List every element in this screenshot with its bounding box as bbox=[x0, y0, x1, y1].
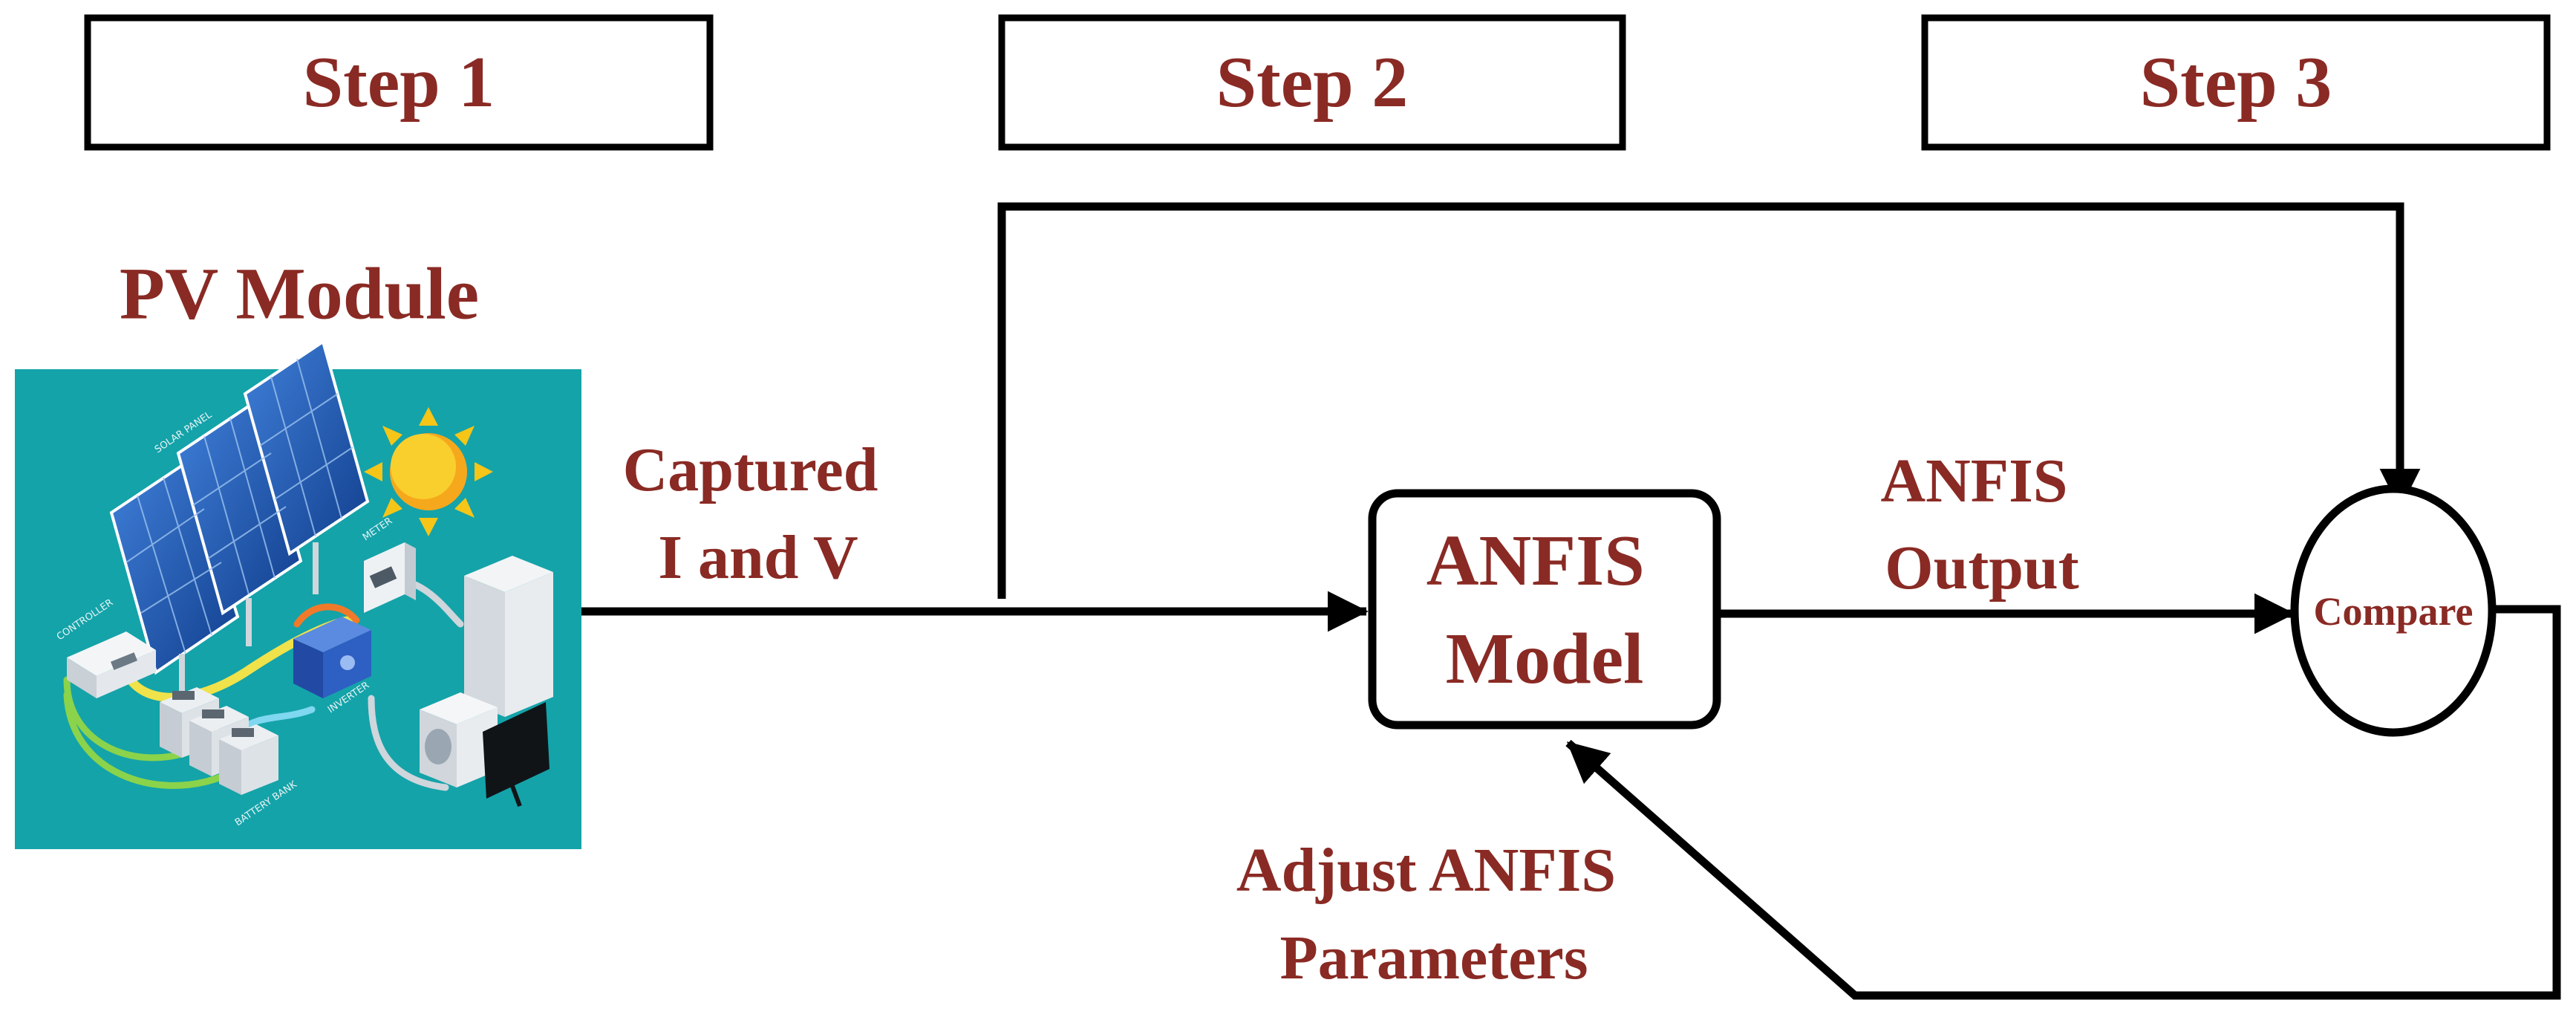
step-2-label: Step 2 bbox=[1216, 42, 1409, 123]
adjust-parameters-line-1: Adjust ANFIS bbox=[1236, 836, 1616, 905]
sun-icon bbox=[364, 407, 493, 536]
tv-icon bbox=[483, 702, 550, 808]
measured-to-compare-arrow bbox=[997, 202, 2421, 599]
battery-bank-icon bbox=[160, 687, 278, 795]
feedback-to-anfis-arrow bbox=[1565, 605, 2561, 1000]
inverter-icon bbox=[293, 617, 371, 698]
anfis-output-line-2: Output bbox=[1885, 533, 2078, 603]
anfis-model-label: ANFIS Model bbox=[1426, 521, 1663, 699]
adjust-parameters-line-2: Parameters bbox=[1279, 923, 1588, 993]
controller-icon bbox=[67, 631, 156, 698]
captured-label: Captured I and V bbox=[623, 435, 894, 592]
anfis-output-label: ANFIS Output bbox=[1880, 446, 2083, 603]
compare-label: Compare bbox=[2314, 589, 2474, 634]
step-3-box: Step 3 bbox=[1921, 14, 2551, 151]
captured-label-line-1: Captured bbox=[623, 435, 878, 504]
anfis-model-box: ANFIS Model bbox=[1368, 489, 1721, 730]
pv-module-title: PV Module bbox=[120, 253, 479, 335]
pv-module-illustration: SOLAR PANEL CONTROLLER METER INVERTER BA… bbox=[15, 339, 581, 849]
step-1-label: Step 1 bbox=[303, 42, 495, 123]
step-3-label: Step 3 bbox=[2140, 42, 2332, 123]
captured-label-line-2: I and V bbox=[658, 523, 858, 592]
step-2-box: Step 2 bbox=[998, 14, 1626, 151]
anfis-model-line-2: Model bbox=[1446, 619, 1644, 699]
meter-icon bbox=[364, 542, 416, 613]
anfis-output-line-1: ANFIS bbox=[1880, 446, 2067, 516]
anfis-model-line-1: ANFIS bbox=[1426, 521, 1645, 601]
solar-panel-icon bbox=[109, 339, 370, 691]
refrigerator-icon bbox=[464, 556, 553, 717]
step-1-box: Step 1 bbox=[84, 14, 714, 151]
compare-node: Compare bbox=[2290, 484, 2497, 737]
adjust-parameters-label: Adjust ANFIS Parameters bbox=[1236, 836, 1631, 993]
